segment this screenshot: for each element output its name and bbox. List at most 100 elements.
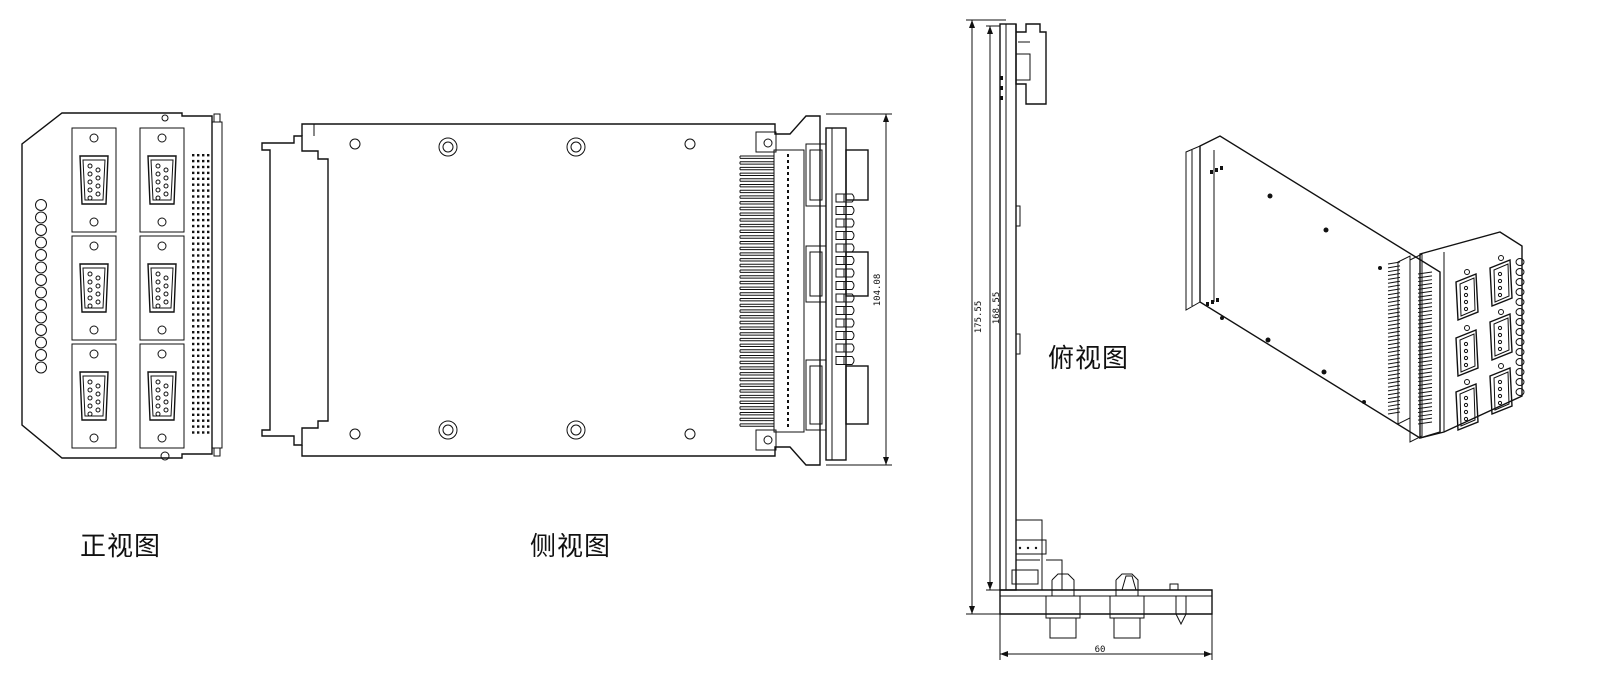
header-pin	[197, 331, 200, 334]
header-pin	[207, 189, 210, 192]
header-pin	[202, 171, 205, 175]
header-pin	[202, 378, 205, 381]
header-pin	[207, 325, 210, 328]
header-pin	[197, 401, 200, 405]
side-upper-bracket	[755, 131, 777, 153]
header-pin	[197, 360, 200, 363]
header-pin	[197, 154, 200, 157]
side-led	[835, 293, 855, 303]
header-pin	[192, 201, 195, 204]
led-indicator	[35, 224, 47, 236]
header-pin	[202, 331, 205, 334]
header-pin	[192, 171, 195, 175]
iso-led	[1515, 258, 1525, 266]
side-led	[835, 243, 855, 253]
side-led	[835, 193, 855, 203]
header-pin	[192, 283, 195, 287]
header-pin	[192, 431, 195, 434]
iso-dsub	[1489, 255, 1513, 308]
header-pin	[197, 425, 200, 428]
header-pin	[207, 354, 210, 357]
dsub-connector	[71, 235, 117, 341]
header-pin	[192, 319, 195, 322]
header-pin	[202, 236, 205, 239]
header-pin	[192, 366, 195, 369]
header-pin	[207, 213, 210, 216]
header-pin	[202, 413, 205, 416]
header-pin	[192, 313, 195, 316]
header-pin	[207, 425, 210, 428]
header-pin	[202, 201, 205, 204]
header-pin	[202, 295, 205, 298]
header-pin	[202, 301, 205, 304]
side-connector-stack	[805, 127, 869, 461]
header-pin	[207, 183, 210, 186]
header-pin	[207, 230, 210, 234]
iso-led	[1515, 288, 1525, 296]
header-pin	[202, 336, 205, 340]
header-pin	[197, 218, 200, 222]
iso-led	[1515, 388, 1525, 396]
led-indicator	[35, 236, 47, 249]
front-top-hole	[161, 114, 169, 122]
header-pin	[192, 207, 195, 210]
header-pin	[207, 266, 210, 269]
header-pin	[192, 272, 195, 275]
iso-led-column	[1515, 258, 1525, 396]
header-pin	[207, 159, 210, 163]
dsub-side	[805, 359, 869, 431]
led-indicator	[35, 286, 47, 299]
header-pin	[202, 313, 205, 316]
header-pin	[192, 325, 195, 328]
side-led	[835, 268, 855, 278]
header-pin	[207, 260, 210, 263]
header-pin	[197, 378, 200, 381]
header-pin	[207, 165, 210, 169]
iso-led	[1515, 278, 1525, 286]
header-pin	[197, 283, 200, 287]
header-pin	[202, 360, 205, 363]
iso-led	[1515, 268, 1525, 276]
header-pin	[197, 384, 200, 387]
header-pin	[202, 407, 205, 411]
header-pin	[192, 242, 195, 245]
header-pin	[202, 307, 205, 310]
iso-led	[1515, 308, 1525, 316]
header-pin	[202, 419, 205, 422]
header-pin	[197, 248, 200, 251]
iso-dsub	[1455, 325, 1479, 378]
header-pin	[192, 378, 195, 381]
header-pin	[207, 384, 210, 387]
header-pin	[192, 159, 195, 163]
header-pin	[202, 342, 205, 346]
header-pin	[197, 366, 200, 369]
led-column	[35, 199, 47, 374]
side-led	[835, 218, 855, 228]
header-pin	[192, 266, 195, 269]
header-pin	[192, 224, 195, 228]
header-pin	[207, 242, 210, 245]
header-pin	[192, 401, 195, 405]
led-indicator	[35, 249, 47, 261]
header-pin	[202, 425, 205, 428]
front-pin-header	[192, 154, 210, 434]
top-led-stub	[1175, 595, 1187, 626]
side-led	[835, 231, 855, 240]
header-pin	[192, 195, 195, 198]
header-pin	[207, 201, 210, 204]
header-pin	[197, 336, 200, 340]
front-connector-grid	[71, 127, 185, 449]
header-pin	[192, 301, 195, 304]
header-pin	[207, 372, 210, 375]
header-pin	[202, 319, 205, 322]
led-indicator	[35, 299, 47, 311]
side-height-dimension: 104.08	[826, 113, 892, 466]
header-pin	[197, 301, 200, 304]
dsub-connector	[71, 127, 117, 233]
header-pin	[192, 395, 195, 399]
dsub-connector	[139, 343, 185, 449]
header-pin	[197, 230, 200, 234]
header-pin	[202, 218, 205, 222]
header-pin	[192, 177, 195, 180]
header-pin	[197, 236, 200, 239]
